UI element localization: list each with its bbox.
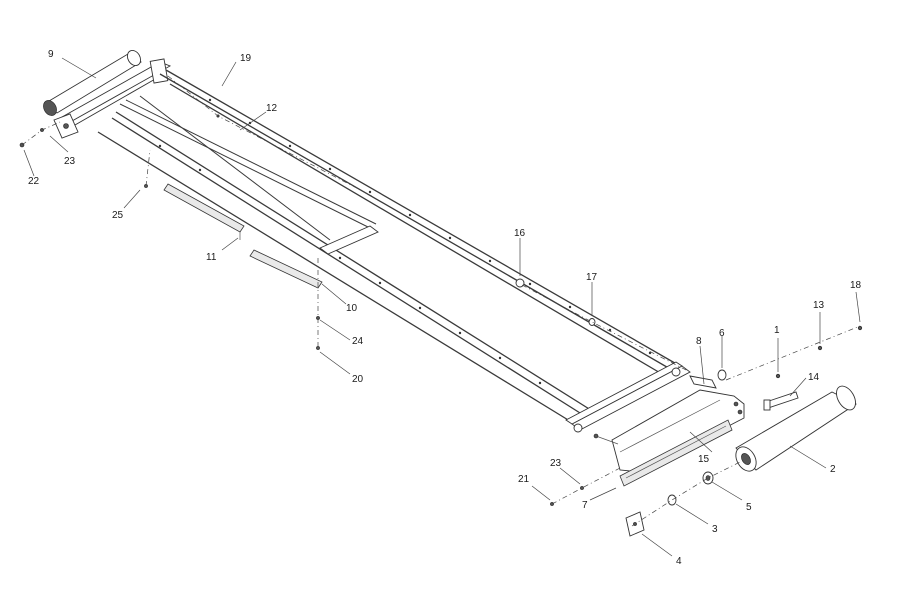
small-hardware	[19, 114, 863, 506]
callout-labels: 9 19 12 23 22 25 11 16 17 10 24 20 8 6 1…	[28, 49, 862, 567]
callout-11: 11	[206, 252, 217, 263]
main-frame-rails	[97, 69, 681, 427]
callout-9: 9	[48, 49, 54, 60]
callout-3: 3	[712, 524, 718, 535]
callout-10: 10	[346, 303, 358, 314]
callout-2: 2	[830, 464, 836, 475]
callout-21: 21	[518, 474, 530, 485]
roller-2	[735, 385, 857, 472]
assembly-centerlines	[21, 75, 861, 527]
callout-24: 24	[352, 336, 364, 347]
callout-8: 8	[696, 336, 702, 347]
callout-15: 15	[698, 454, 710, 465]
callout-23-left: 23	[64, 156, 76, 167]
nut-3	[667, 494, 677, 506]
callout-16: 16	[514, 228, 526, 239]
strip-11	[163, 183, 245, 240]
bolt-14	[763, 391, 799, 411]
callout-12: 12	[266, 103, 278, 114]
strip-10	[249, 249, 323, 289]
nut-6	[717, 369, 727, 381]
callout-7: 7	[582, 500, 588, 511]
callout-25: 25	[112, 210, 124, 221]
callout-22: 22	[28, 176, 40, 187]
callout-1: 1	[774, 325, 780, 336]
callout-13: 13	[813, 300, 825, 311]
nut-17	[588, 318, 596, 326]
washer-5	[702, 471, 714, 485]
callout-18: 18	[850, 280, 862, 291]
callout-19: 19	[240, 53, 252, 64]
callout-5: 5	[746, 502, 752, 513]
left-end-frame	[53, 58, 172, 139]
callout-17: 17	[586, 272, 598, 283]
leader-lines	[23, 57, 861, 557]
callout-23-right: 23	[550, 458, 562, 469]
callout-14: 14	[808, 372, 820, 383]
callout-6: 6	[719, 328, 725, 339]
roller-9	[43, 50, 142, 116]
callout-4: 4	[676, 556, 682, 567]
right-end-assembly	[565, 361, 745, 487]
callout-20: 20	[352, 374, 364, 385]
